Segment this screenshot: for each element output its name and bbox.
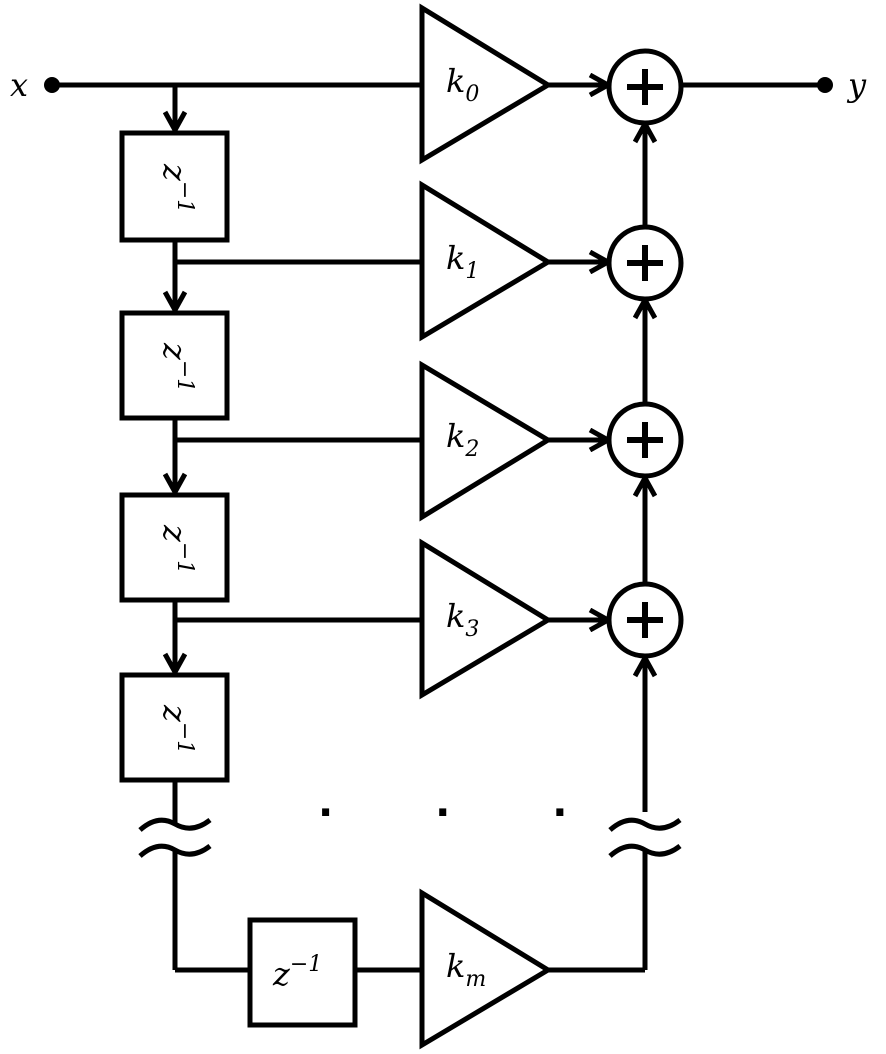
delay-block-3: z−1 — [119, 492, 230, 603]
gain-block-k1: k1 — [419, 180, 553, 342]
adder-3 — [606, 581, 684, 659]
input-label: x — [10, 66, 28, 104]
gain-block-k0: k0 — [419, 3, 553, 165]
svg-text:z−1: z−1 — [156, 163, 197, 213]
delay-block-2: z−1 — [119, 310, 230, 421]
svg-text:km: km — [446, 947, 486, 992]
gain-block-k2: k2 — [419, 360, 553, 522]
break-symbol-right — [608, 817, 682, 858]
gain-block-k3: k3 — [419, 538, 553, 700]
gain-block-km: km — [419, 888, 553, 1050]
break-symbol-left — [138, 817, 212, 858]
output-label: y — [846, 66, 867, 104]
adder-2 — [606, 401, 684, 479]
svg-text:z−1: z−1 — [156, 704, 197, 754]
signal-wires — [52, 85, 825, 973]
svg-text:z−1: z−1 — [272, 952, 322, 993]
adder-0 — [606, 48, 684, 126]
delay-block-m: z−1 — [247, 917, 358, 1028]
svg-text:z−1: z−1 — [156, 342, 197, 392]
delay-block-1: z−1 — [119, 130, 230, 243]
ellipsis: · · · — [318, 790, 611, 836]
svg-text:k1: k1 — [446, 239, 479, 284]
adder-1 — [606, 224, 684, 302]
svg-text:z−1: z−1 — [156, 524, 197, 574]
svg-text:k2: k2 — [446, 417, 479, 462]
svg-text:k3: k3 — [446, 597, 479, 642]
delay-block-4: z−1 — [119, 672, 230, 783]
svg-text:k0: k0 — [446, 62, 479, 107]
